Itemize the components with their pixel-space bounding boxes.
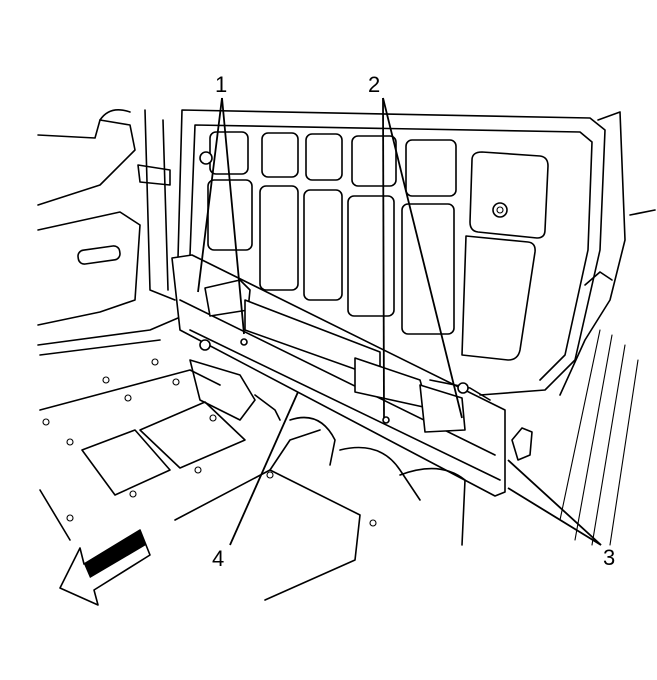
callout-4: 4 [212, 546, 224, 571]
left-side-trim [37, 109, 186, 346]
floor-panel [39, 339, 466, 601]
callout-2: 2 [368, 72, 380, 97]
seat-bracket-rail [171, 254, 506, 497]
seat-back-frame [177, 109, 606, 396]
callout-1: 1 [215, 72, 227, 97]
callout-leaders [197, 97, 602, 546]
callout-3: 3 [603, 545, 615, 570]
right-side-trim [511, 111, 656, 546]
forward-arrow-icon [59, 529, 151, 606]
